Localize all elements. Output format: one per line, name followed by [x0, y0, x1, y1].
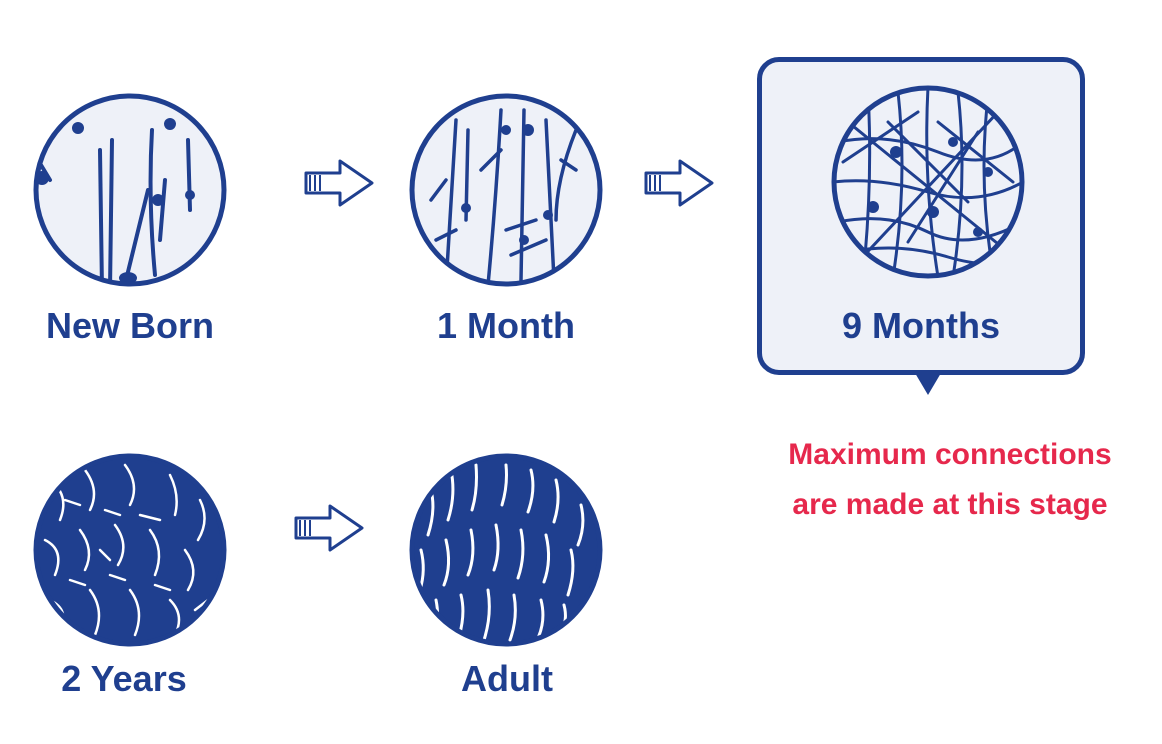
stage-adult-circle: [406, 450, 606, 650]
right-arrow-icon: [290, 500, 370, 556]
stage-label-1month: 1 Month: [437, 305, 575, 346]
stage-label-newborn: New Born: [45, 305, 214, 346]
note-line-2: are made at this stage: [792, 488, 1108, 521]
stage-1month-circle: [406, 90, 606, 290]
stage-label-2years: 2 Years: [61, 658, 187, 699]
right-arrow-icon: [300, 155, 380, 211]
max-connections-note: Maximum connections are made at this sta…: [740, 430, 1160, 530]
stage-label-adult: Adult: [461, 658, 553, 699]
stage-newborn-circle: [30, 90, 230, 290]
callout-pointer: [915, 373, 941, 395]
stage-9months-circle: [828, 82, 1028, 282]
stage-2years-circle: [30, 450, 230, 650]
stage-label-9months: 9 Months: [842, 305, 1000, 346]
note-line-1: Maximum connections: [788, 438, 1112, 471]
right-arrow-icon: [640, 155, 720, 211]
